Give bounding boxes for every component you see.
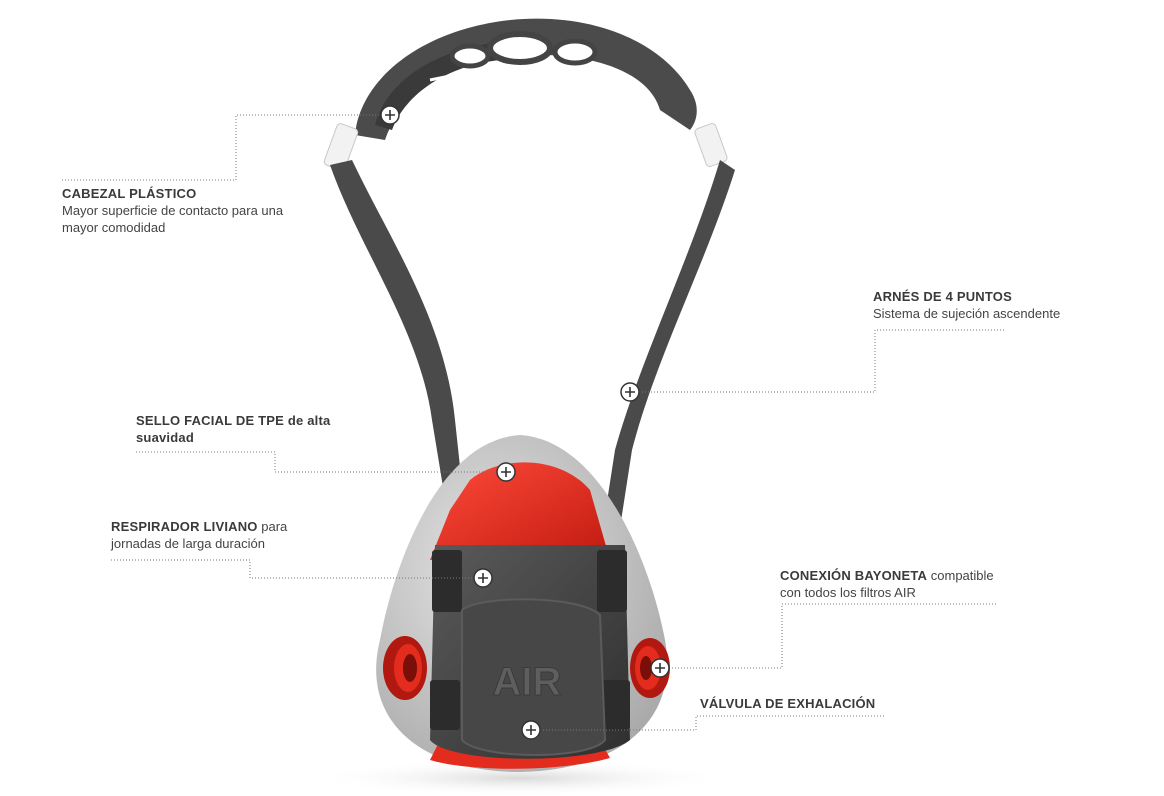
- callout-desc: mayor comodidad: [62, 220, 166, 235]
- plus-circle-icon[interactable]: [473, 568, 493, 588]
- air-logo: AIR: [493, 660, 562, 704]
- callout-conexion: CONEXIÓN BAYONETA compatible con todos l…: [780, 567, 1080, 601]
- callout-title-line2: suavidad: [136, 430, 194, 445]
- callout-title: CONEXIÓN BAYONETA: [780, 568, 928, 583]
- plus-circle-icon[interactable]: [650, 658, 670, 678]
- callout-title: ARNÉS DE 4 PUNTOS: [873, 289, 1012, 304]
- callout-valvula: VÁLVULA DE EXHALACIÓN: [700, 695, 960, 712]
- floor-shadow: [310, 760, 730, 796]
- callout-title-suffix: compatible: [927, 568, 994, 583]
- plus-circle-icon[interactable]: [496, 462, 516, 482]
- leader-lines: [62, 114, 1005, 731]
- head-cradle: [323, 18, 728, 171]
- callout-desc: Mayor superficie de contacto para una: [62, 203, 284, 218]
- callout-desc: con todos los filtros AIR: [780, 585, 916, 600]
- mask-body: AIR: [376, 435, 670, 772]
- plus-circle-icon[interactable]: [380, 105, 400, 125]
- callout-respirador: RESPIRADOR LIVIANO para jornadas de larg…: [111, 518, 371, 552]
- callout-desc: jornadas de larga duración: [111, 536, 265, 551]
- callout-title: CABEZAL PLÁSTICO: [62, 186, 197, 201]
- plus-circle-icon[interactable]: [521, 720, 541, 740]
- callout-title: VÁLVULA DE EXHALACIÓN: [700, 696, 876, 711]
- callout-title: SELLO FACIAL DE TPE de alta: [136, 413, 331, 428]
- callout-desc: Sistema de sujeción ascendente: [873, 306, 1061, 321]
- callout-title: RESPIRADOR LIVIANO: [111, 519, 258, 534]
- plus-circle-icon[interactable]: [620, 382, 640, 402]
- callout-cabezal: CABEZAL PLÁSTICO Mayor superficie de con…: [62, 185, 342, 236]
- callout-sello: SELLO FACIAL DE TPE de alta suavidad: [136, 412, 396, 446]
- callout-title-suffix: para: [257, 519, 288, 534]
- callout-arnes: ARNÉS DE 4 PUNTOS Sistema de sujeción as…: [873, 288, 1133, 322]
